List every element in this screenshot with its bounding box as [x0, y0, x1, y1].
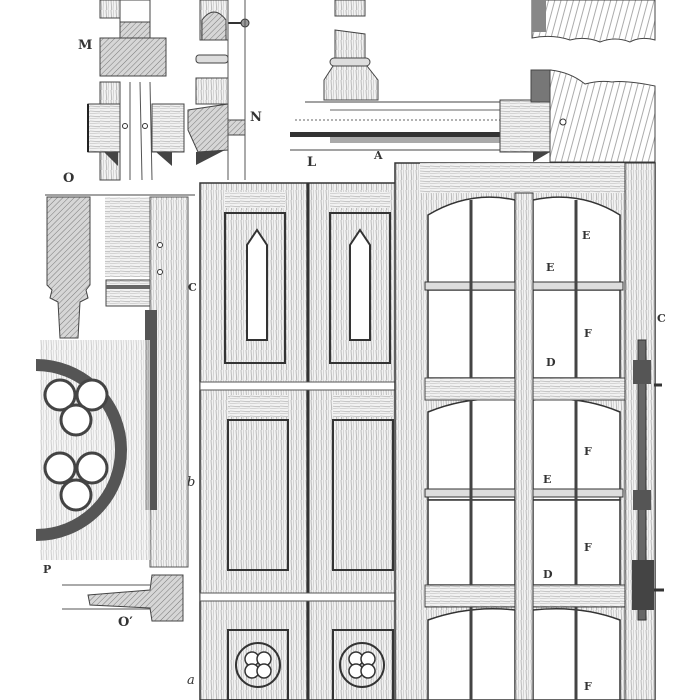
label-f3: F [584, 541, 592, 554]
label-p: P [43, 563, 52, 576]
section-o [40, 194, 195, 568]
label-a-capital: A [374, 149, 383, 162]
label-e2: E [546, 261, 555, 274]
label-b: b [187, 475, 196, 490]
label-e1: E [582, 229, 591, 242]
section-m [87, 0, 185, 181]
label-m: M [78, 38, 93, 53]
label-n: N [250, 110, 262, 125]
label-o: O [63, 171, 75, 186]
label-f2: F [584, 445, 592, 458]
label-c-right: C [657, 312, 666, 325]
label-f4: F [584, 680, 592, 693]
label-e3: E [543, 473, 552, 486]
label-f1: F [584, 327, 592, 340]
section-l [290, 0, 552, 162]
label-c-left: C [188, 281, 197, 294]
label-l: L [307, 155, 317, 170]
wall-fragments [531, 0, 656, 163]
label-a-italic: a [187, 673, 195, 688]
shutters [199, 182, 416, 700]
tracery-p [35, 359, 127, 541]
section-o-prime [62, 574, 184, 622]
casement-window [394, 162, 664, 700]
label-d1: D [546, 356, 556, 369]
label-o-prime: O′ [118, 615, 133, 630]
label-d2: D [543, 568, 553, 581]
section-n [187, 0, 250, 180]
